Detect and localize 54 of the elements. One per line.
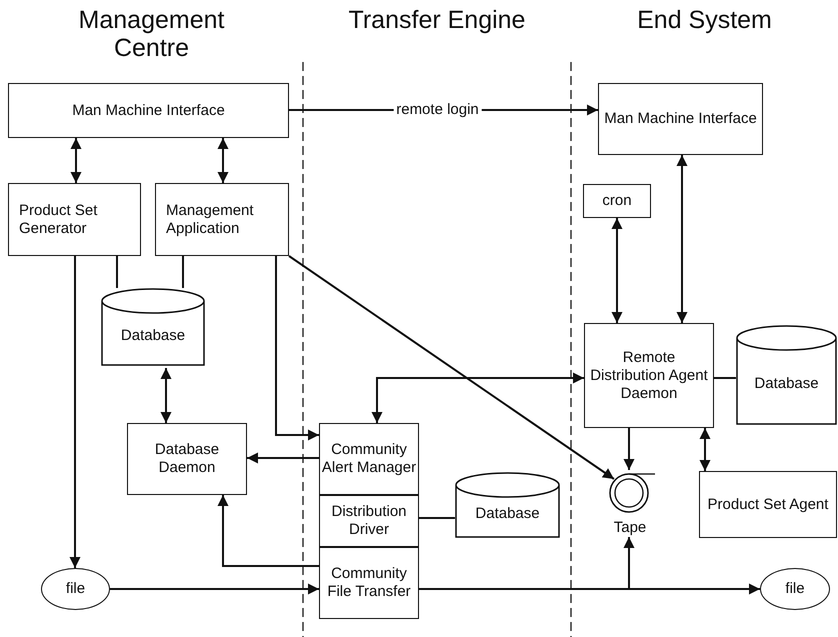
box-label: Man Machine Interface bbox=[604, 110, 757, 128]
connector-line bbox=[182, 256, 184, 288]
double-arrow bbox=[218, 138, 228, 183]
box-label: Remote Distribution Agent Daemon bbox=[589, 348, 709, 402]
double-arrow bbox=[160, 368, 172, 423]
process-box bbox=[598, 83, 763, 155]
double-arrow bbox=[676, 155, 688, 323]
double-arrow bbox=[700, 428, 710, 471]
arrow bbox=[110, 584, 319, 594]
arrow bbox=[419, 537, 634, 590]
box-label: file bbox=[66, 580, 86, 598]
box-label: Database Daemon bbox=[154, 441, 220, 477]
connector-line bbox=[714, 377, 736, 379]
process-box bbox=[127, 423, 247, 495]
column-heading: Management Centre bbox=[78, 6, 226, 62]
column-heading: Transfer Engine bbox=[348, 6, 526, 34]
box-label: Distribution Driver bbox=[330, 503, 408, 539]
box-label: Tape bbox=[614, 519, 646, 537]
arrow bbox=[218, 495, 319, 567]
double-arrow bbox=[70, 138, 82, 183]
box-label: Community Alert Manager bbox=[320, 441, 418, 477]
arrow bbox=[275, 256, 319, 440]
column-heading: End System bbox=[636, 6, 773, 34]
database-cylinder bbox=[455, 472, 560, 540]
database-cylinder bbox=[101, 288, 205, 368]
arrow bbox=[288, 255, 615, 480]
process-box bbox=[583, 184, 651, 218]
process-box bbox=[319, 495, 419, 547]
process-box bbox=[155, 183, 289, 256]
box-label: Product Set Agent bbox=[708, 496, 828, 514]
arrow bbox=[247, 452, 319, 464]
box-label: Database bbox=[754, 375, 819, 393]
process-box bbox=[699, 471, 837, 538]
database-cylinder bbox=[736, 325, 837, 427]
connector-line bbox=[419, 517, 455, 519]
arrow bbox=[624, 428, 634, 470]
double-arrow bbox=[372, 372, 584, 423]
box-label: file bbox=[785, 580, 805, 598]
box-label: Management Application bbox=[166, 202, 255, 238]
box-label: Community File Transfer bbox=[326, 565, 412, 601]
arrow bbox=[70, 256, 80, 568]
process-box bbox=[319, 547, 419, 619]
process-box bbox=[8, 183, 141, 256]
box-label: Database bbox=[120, 327, 186, 345]
box-label: Product Set Generator bbox=[19, 202, 98, 238]
edge-label: remote login bbox=[393, 101, 482, 119]
connector-line bbox=[116, 256, 118, 288]
double-arrow bbox=[612, 218, 622, 323]
box-label: Man Machine Interface bbox=[72, 102, 225, 120]
process-box bbox=[319, 423, 419, 495]
box-label: Database bbox=[475, 505, 540, 523]
box-label: cron bbox=[602, 192, 632, 210]
process-box bbox=[584, 323, 714, 428]
process-box bbox=[8, 83, 289, 138]
